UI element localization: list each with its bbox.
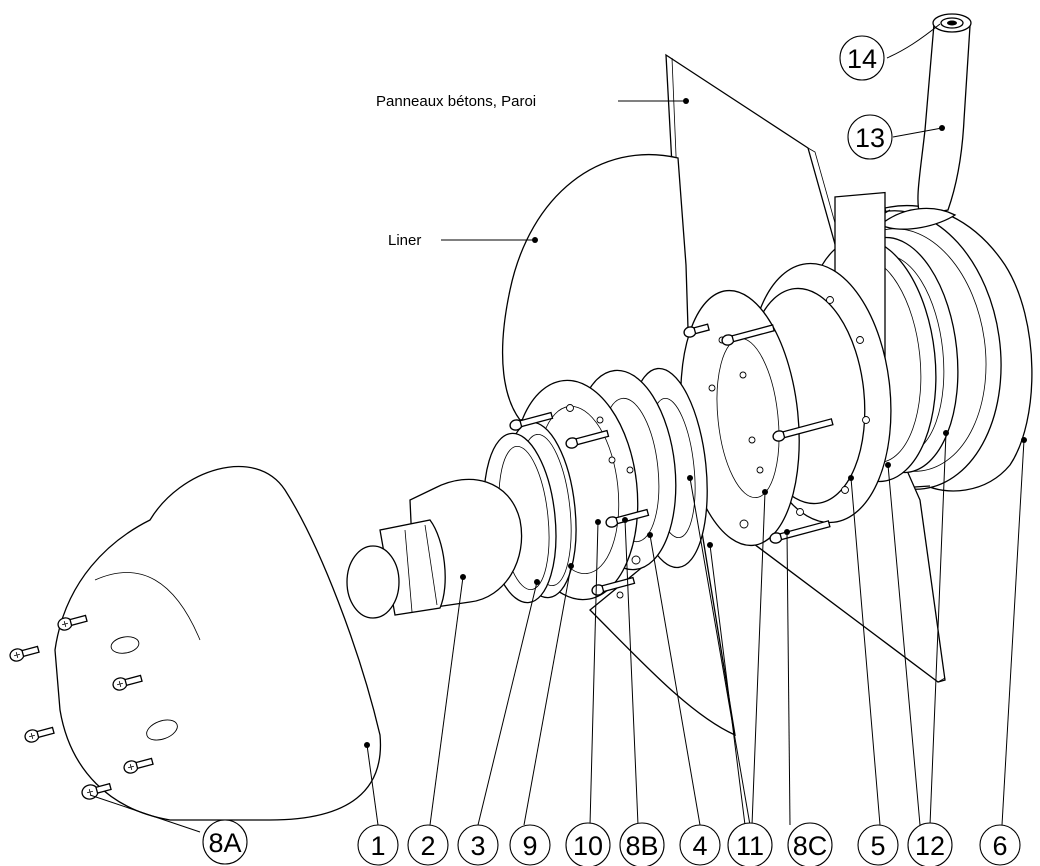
part-14-pipe-end	[932, 13, 972, 33]
balloon-14: 14	[839, 35, 885, 81]
balloon-13: 13	[847, 114, 893, 160]
screws-8b-8c	[509, 323, 834, 596]
balloon-8c-text: 8C	[793, 831, 828, 861]
part-11-flange	[680, 289, 800, 547]
balloon-12-text: 12	[915, 831, 945, 861]
balloon-3: 3	[457, 824, 499, 866]
balloon-8a-text: 8A	[208, 828, 241, 858]
balloon-8c: 8C	[787, 822, 833, 866]
balloon-1: 1	[357, 824, 399, 866]
balloon-10: 10	[565, 822, 611, 866]
part-13-pipe	[878, 23, 971, 230]
balloon-8b-text: 8B	[625, 831, 658, 861]
balloon-9-text: 9	[522, 831, 537, 861]
balloon-3-text: 3	[470, 831, 485, 861]
balloon-4-text: 4	[692, 831, 707, 861]
part-1-cover	[54, 465, 382, 821]
balloon-11: 11	[727, 822, 773, 866]
screws-8a	[9, 614, 154, 800]
balloon-9: 9	[509, 824, 551, 866]
balloon-10-text: 10	[573, 831, 603, 861]
balloon-8b: 8B	[619, 822, 665, 866]
balloon-13-text: 13	[855, 123, 885, 153]
balloon-11-text: 11	[736, 831, 764, 861]
balloon-6-text: 6	[992, 831, 1007, 861]
balloon-1-text: 1	[370, 831, 385, 861]
part-2-nozzle	[346, 478, 523, 619]
label-liner: Liner	[388, 232, 421, 249]
balloon-5: 5	[857, 824, 899, 866]
balloon-14-text: 14	[847, 44, 877, 74]
label-wall: Panneaux bétons, Paroi	[376, 93, 536, 110]
leader-lines	[89, 23, 1027, 833]
balloon-2-text: 2	[420, 831, 435, 861]
balloon-6: 6	[979, 824, 1021, 866]
balloon-5-text: 5	[870, 831, 885, 861]
balloon-8a: 8A	[202, 819, 248, 865]
balloon-4: 4	[679, 824, 721, 866]
balloon-12: 12	[907, 822, 953, 866]
balloon-2: 2	[407, 824, 449, 866]
